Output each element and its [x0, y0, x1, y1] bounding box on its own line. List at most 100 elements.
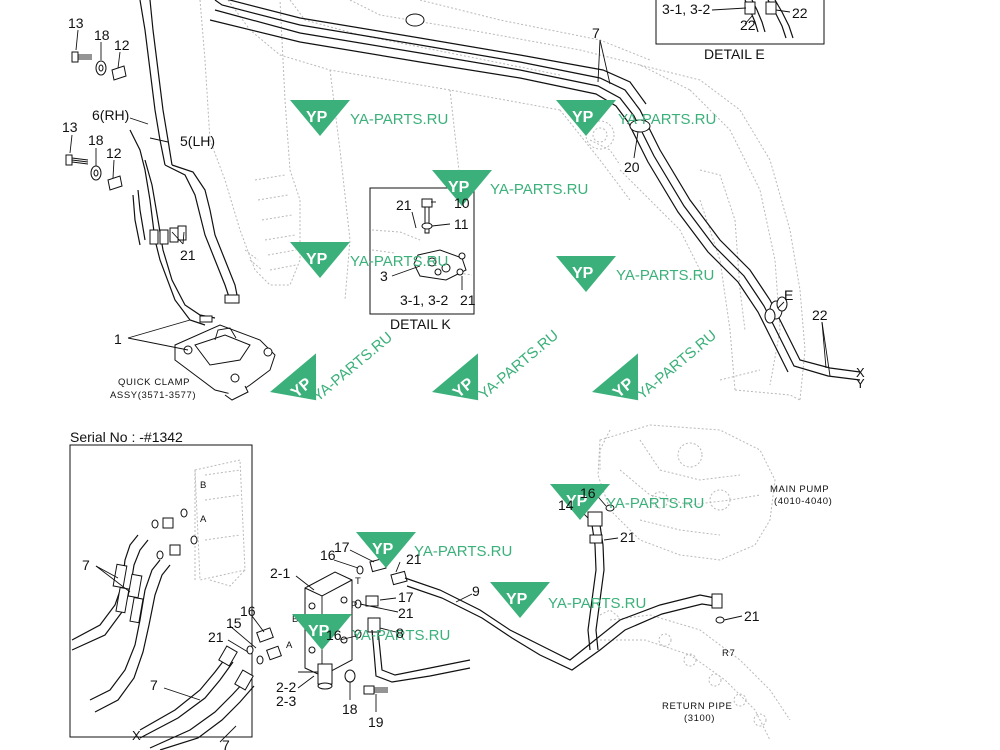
callout-labels: 13 18 12 6(RH) 5(LH) 13 18 12 21 1 QUICK…: [62, 1, 865, 750]
detail-k-title: DETAIL K: [390, 316, 451, 332]
callout-1: 1: [114, 331, 122, 347]
watermark-logo: YP: [556, 100, 616, 136]
boom-post: [199, 0, 301, 286]
port-y: Y: [856, 376, 865, 391]
callout-15: 15: [226, 615, 242, 631]
callout-7: 7: [82, 557, 90, 573]
svg-text:YP: YP: [506, 591, 528, 608]
callout-5-lh: 5(LH): [180, 133, 215, 149]
svg-text:A: A: [200, 514, 207, 525]
fitting-cluster-e: [764, 296, 788, 324]
left-hoses: [129, 129, 240, 326]
callout-7: 7: [150, 677, 158, 693]
hoses-7-bottom: [139, 645, 255, 750]
svg-text:YP: YP: [306, 251, 328, 268]
svg-text:P: P: [351, 600, 358, 611]
watermark-logo: YP: [290, 100, 350, 136]
quick-clamp-assy-label: ASSY(3571-3577): [110, 390, 196, 401]
callout-8: 8: [396, 625, 404, 641]
callout-3-1-3-2: 3-1, 3-2: [400, 292, 448, 308]
callout-11: 11: [454, 216, 469, 232]
callout-7: 7: [222, 737, 230, 750]
detail-e-title: DETAIL E: [704, 46, 765, 62]
callout-18: 18: [94, 27, 110, 43]
bolt-13-a: [71, 51, 92, 63]
washer-18-b: [90, 165, 102, 181]
quick-clamp-assy: [174, 324, 276, 401]
callout-19: 19: [368, 714, 384, 730]
svg-text:T: T: [355, 576, 361, 587]
main-pump-number: (4010-4040): [774, 496, 832, 507]
main-pump-label: MAIN PUMP: [770, 484, 829, 495]
watermark-logo: YP: [290, 242, 350, 278]
serial-number-label: Serial No : -#1342: [70, 429, 183, 445]
watermark-text: YA-PARTS.RU: [618, 111, 716, 128]
callout-22: 22: [792, 5, 808, 21]
callout-18: 18: [88, 132, 104, 148]
svg-text:YP: YP: [306, 109, 328, 126]
clip-12-b: [107, 175, 123, 191]
watermark-text: YA-PARTS.RU: [352, 627, 450, 644]
watermark-logo: YP: [292, 614, 352, 650]
watermark-logo: YP: [490, 582, 550, 618]
callout-22: 22: [812, 307, 828, 323]
callout-14: 14: [558, 497, 574, 513]
serial-detail-box: B A: [69, 444, 253, 738]
callout-10: 10: [454, 195, 470, 211]
washer-18-a: [95, 60, 107, 76]
watermark-text: YA-PARTS.RU: [616, 267, 714, 284]
return-pipe-label: RETURN PIPE: [662, 701, 732, 712]
quick-clamp-label: QUICK CLAMP: [118, 377, 190, 388]
watermark-logo: YP: [432, 353, 479, 402]
callout-21: 21: [208, 629, 224, 645]
callout-2-3: 2-3: [276, 693, 296, 709]
callout-6-rh: 6(RH): [92, 107, 129, 123]
watermark-text: YA-PARTS.RU: [350, 111, 448, 128]
callout-20: 20: [624, 159, 640, 175]
watermark-logo: YP: [432, 170, 492, 206]
callout-3-1-3-2: 3-1, 3-2: [662, 1, 710, 17]
watermarks: YP YA-PARTS.RU YP YA-PARTS.RU YP YA-PART…: [270, 100, 720, 650]
callout-21: 21: [180, 247, 196, 263]
watermark-text: YA-PARTS.RU: [310, 329, 396, 405]
return-pipe: [599, 609, 791, 741]
svg-text:YP: YP: [572, 109, 594, 126]
svg-text:YP: YP: [572, 265, 594, 282]
port-x: X: [132, 728, 141, 743]
watermark-text: YA-PARTS.RU: [414, 543, 512, 560]
callout-13: 13: [62, 119, 78, 135]
callout-21: 21: [396, 197, 412, 213]
watermark-text: YA-PARTS.RU: [350, 253, 448, 270]
callout-9: 9: [472, 583, 480, 599]
watermark-text: YA-PARTS.RU: [634, 327, 720, 403]
callout-2-2: 2-2: [276, 679, 296, 695]
callout-17: 17: [334, 539, 350, 555]
port-x: X: [856, 365, 865, 380]
callout-17: 17: [398, 589, 414, 605]
valve-fittings: T P A B: [246, 557, 408, 695]
callout-7: 7: [592, 25, 600, 41]
callout-e: E: [784, 287, 793, 303]
callout-21: 21: [460, 292, 476, 308]
watermark-logo: YP: [556, 256, 616, 292]
callout-2-1: 2-1: [270, 565, 290, 581]
watermark-logo: YP: [356, 532, 416, 568]
watermark-logo: YP: [592, 353, 639, 402]
svg-text:YP: YP: [308, 623, 330, 640]
svg-text:YP: YP: [566, 493, 588, 510]
detail-k-box: [369, 187, 475, 315]
hose-9: [371, 577, 725, 683]
svg-text:YP: YP: [448, 179, 470, 196]
bolt-13-b: [65, 154, 89, 166]
port-r7: R7: [722, 648, 735, 659]
callout-16: 16: [580, 485, 596, 501]
callout-16: 16: [240, 603, 256, 619]
callout-12: 12: [106, 145, 122, 161]
watermark-logo: YP: [550, 484, 610, 520]
svg-text:YP: YP: [372, 541, 394, 558]
watermark-text: YA-PARTS.RU: [548, 595, 646, 612]
return-pipe-number: (3100): [684, 713, 715, 724]
callout-21: 21: [398, 605, 414, 621]
